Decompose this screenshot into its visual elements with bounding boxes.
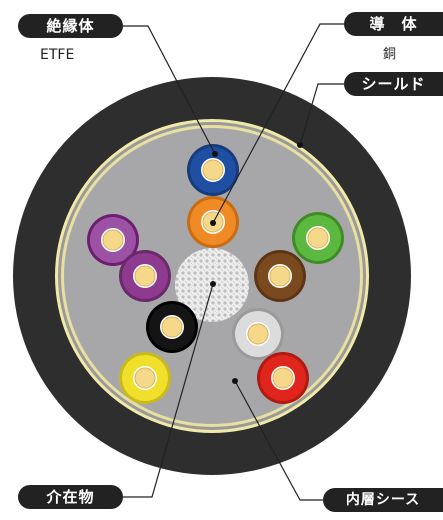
core-purple-4 (87, 214, 139, 266)
core-blue-1 (187, 144, 239, 196)
conductor-label: 導 体 (344, 12, 443, 36)
dot-shield (297, 142, 303, 148)
core-brown-6 (254, 250, 306, 302)
leader-insulator (123, 25, 216, 155)
dot-insulator (212, 151, 218, 157)
core-green-3 (292, 212, 344, 264)
dot-inner-sheath (232, 378, 238, 384)
leader-shield (299, 83, 344, 146)
core-yellow-9 (119, 352, 171, 404)
core-white-8 (232, 308, 284, 360)
conductor-material: 銅 (383, 47, 397, 62)
leader-conductor (212, 23, 344, 224)
shield-label: シールド (344, 72, 443, 96)
core-black-7 (146, 301, 198, 353)
core-purple-5 (119, 250, 171, 302)
insulator-label: 絶縁体 (18, 14, 123, 38)
dot-filler (210, 281, 216, 287)
core-red-10 (257, 352, 309, 404)
insulator-material: ETFE (40, 47, 75, 63)
filler-label: 介在物 (18, 485, 123, 509)
dot-conductor (210, 220, 216, 226)
leader-inner-sheath (234, 380, 323, 501)
inner-sheath-label: 内層シース (323, 488, 443, 512)
leader-filler (123, 283, 214, 498)
